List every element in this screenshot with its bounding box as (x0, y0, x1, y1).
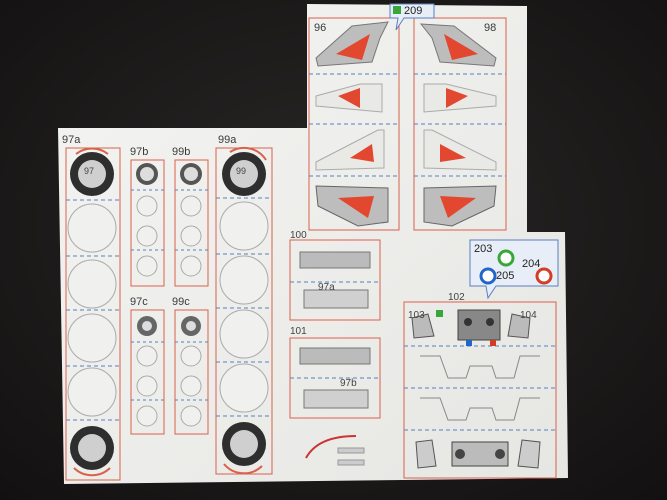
part-label-102: 102 (448, 292, 465, 303)
part-label-104: 104 (520, 310, 537, 321)
part-label-97b: 97b (130, 146, 149, 158)
part-label-99a: 99a (218, 134, 237, 146)
part-label-103: 103 (408, 310, 425, 321)
part-label-96: 96 (314, 22, 327, 34)
part-label-97-small: 97 (84, 166, 95, 176)
part-label-97c: 97c (130, 296, 148, 308)
part-label-99c: 99c (172, 296, 190, 308)
part-label-100: 100 (290, 230, 307, 241)
callout-label-209: 209 (404, 5, 423, 17)
parts-97-99-group (65, 146, 273, 481)
part-label-97a: 97a (62, 134, 81, 146)
parts-96-98-group (308, 3, 507, 231)
part-label-97b-small: 97b (340, 378, 357, 389)
part-label-97a-small: 97a (318, 282, 335, 293)
callout-label-203: 203 (474, 243, 493, 255)
parts-100-101-group (289, 239, 381, 466)
callout-label-204: 204 (522, 258, 541, 270)
part-label-98: 98 (484, 22, 497, 34)
part-label-101: 101 (290, 326, 307, 337)
part-label-99-small: 99 (236, 166, 247, 176)
parts-102-104-group (403, 239, 559, 479)
callout-label-205: 205 (496, 270, 515, 282)
part-label-99b: 99b (172, 146, 191, 158)
